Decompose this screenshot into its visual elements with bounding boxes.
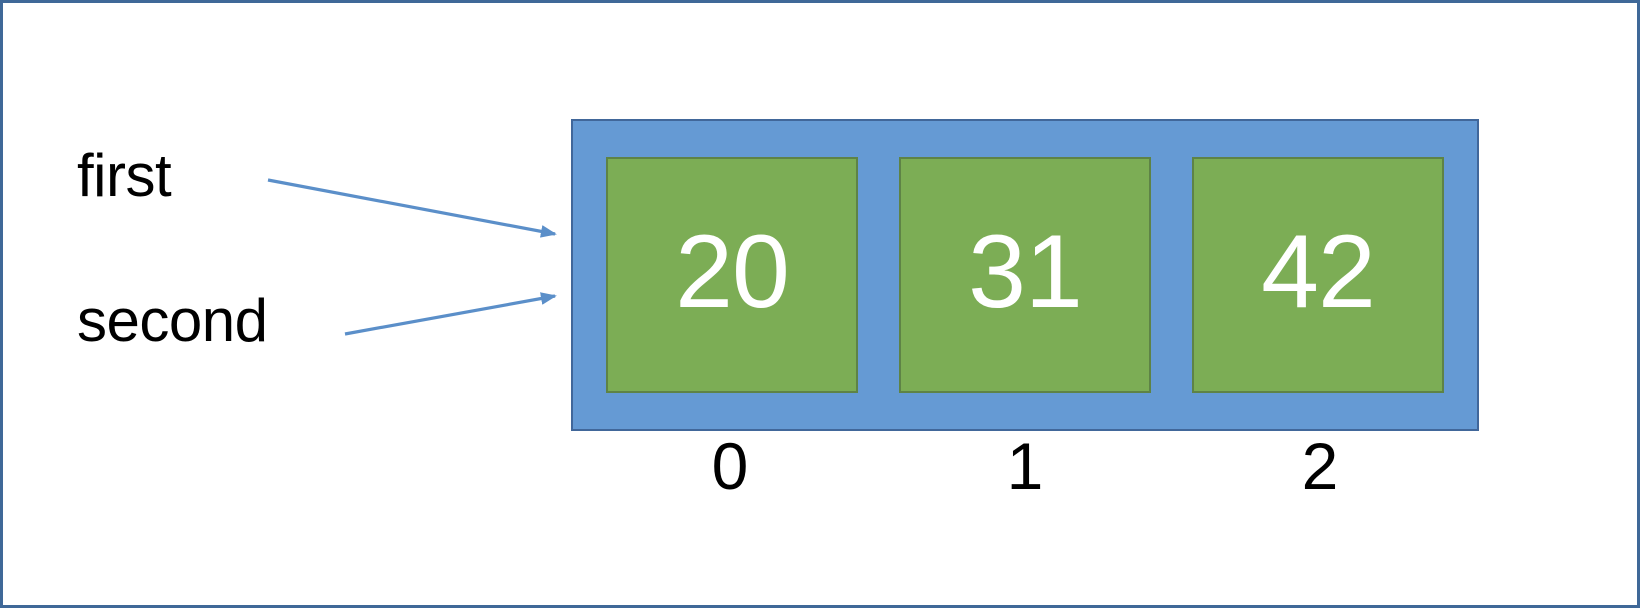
array-index-row: 0 1 2 [571, 433, 1479, 513]
array-cell-value-2: 42 [1261, 214, 1376, 330]
array-cell-2[interactable]: 42 [1192, 157, 1444, 393]
array-index-slot-0: 0 [604, 433, 856, 499]
array-container: 20 31 42 [571, 119, 1479, 431]
array-index-label-0: 0 [711, 429, 749, 503]
pointer-label-second: second [77, 287, 268, 354]
array-index-label-1: 1 [1006, 429, 1044, 503]
array-cell-value-1: 31 [968, 214, 1083, 330]
arrow-second [344, 292, 557, 336]
array-cell-0[interactable]: 20 [606, 157, 858, 393]
array-cell-value-0: 20 [675, 214, 790, 330]
array-index-label-2: 2 [1301, 429, 1339, 503]
array-index-slot-1: 1 [899, 433, 1151, 499]
arrow-first [267, 178, 557, 238]
pointer-label-first: first [77, 142, 172, 209]
array-cell-1[interactable]: 31 [899, 157, 1151, 393]
array-index-slot-2: 2 [1194, 433, 1446, 499]
